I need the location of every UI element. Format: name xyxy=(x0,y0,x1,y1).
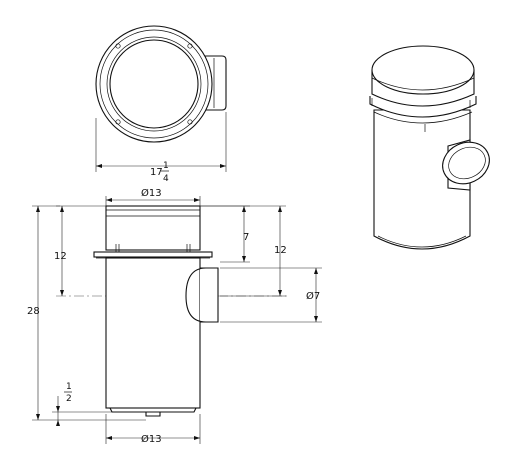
top-outer-ring xyxy=(95,25,213,143)
iso-outlet xyxy=(442,141,490,185)
front-view: Ø13 7 12 12 Ø7 28 xyxy=(27,187,322,445)
dim-lid-height: 7 xyxy=(243,232,249,243)
top-view: 17 1 4 xyxy=(95,25,227,184)
dim-lid-diameter: Ø13 xyxy=(141,187,162,199)
outlet xyxy=(200,267,219,323)
dim-top-width-whole: 17 xyxy=(150,167,163,178)
dim-base-frac-den: 2 xyxy=(66,394,72,404)
dim-right-height: 12 xyxy=(274,245,287,256)
dim-top-width-frac-num: 1 xyxy=(163,161,169,171)
top-inner-opening xyxy=(109,39,199,129)
isometric-view xyxy=(369,45,490,250)
dim-overall-height: 28 xyxy=(27,306,40,317)
dim-base-diameter: Ø13 xyxy=(141,433,162,445)
body xyxy=(105,257,201,409)
dim-base-frac-num: 1 xyxy=(66,382,72,392)
iso-lid xyxy=(371,45,475,95)
dim-top-width-frac-den: 4 xyxy=(163,174,169,184)
lid xyxy=(105,205,201,251)
dim-left-height: 12 xyxy=(54,251,67,262)
flange xyxy=(93,251,213,258)
dim-outlet-diameter: Ø7 xyxy=(306,290,320,302)
